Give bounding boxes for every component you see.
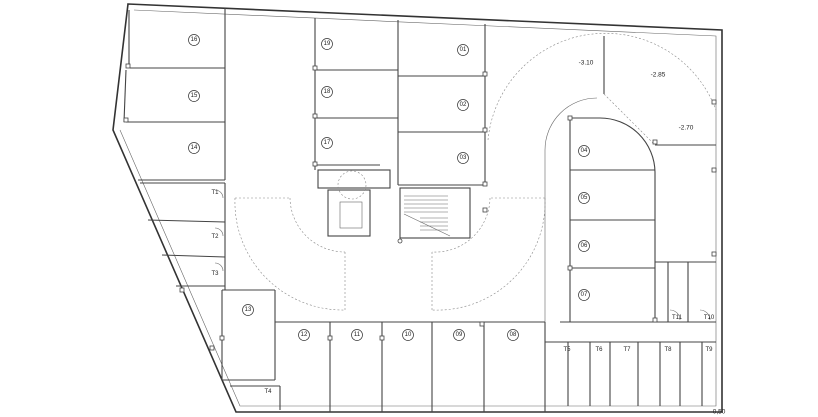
svg-text:14: 14 — [191, 145, 198, 151]
svg-text:07: 07 — [581, 292, 588, 298]
parking-space-13: 13 — [242, 304, 254, 316]
right-bays — [487, 33, 717, 322]
parking-space-14: 14 — [188, 142, 200, 154]
parking-space-06: 06 — [578, 240, 590, 252]
storage-t2: T2 — [211, 234, 219, 240]
svg-text:06: 06 — [581, 243, 588, 249]
svg-text:16: 16 — [191, 37, 198, 43]
storage-t3: T3 — [211, 271, 219, 277]
parking-space-09: 09 — [453, 329, 465, 341]
storage-t9: T9 — [705, 347, 713, 353]
storage-t8: T8 — [664, 347, 672, 353]
storage-t4: T4 — [264, 389, 272, 395]
parking-space-18: 18 — [321, 86, 333, 98]
svg-text:08: 08 — [510, 332, 517, 338]
parking-space-07: 07 — [578, 289, 590, 301]
storage-t7: T7 — [623, 347, 631, 353]
parking-space-12: 12 — [298, 329, 310, 341]
parking-space-02: 02 — [457, 99, 469, 111]
svg-text:17: 17 — [324, 140, 331, 146]
parking-space-08: 08 — [507, 329, 519, 341]
parking-space-04: 04 — [578, 145, 590, 157]
parking-space-19: 19 — [321, 38, 333, 50]
parking-space-05: 05 — [578, 192, 590, 204]
svg-text:19: 19 — [324, 41, 331, 47]
left-bays — [126, 8, 281, 410]
level-minus-2-70: -2.70 — [679, 125, 694, 132]
parking-space-11: 11 — [351, 329, 363, 341]
svg-text:18: 18 — [324, 89, 331, 95]
svg-text:12: 12 — [301, 332, 308, 338]
parking-space-10: 10 — [402, 329, 414, 341]
storage-t11: T11 — [672, 315, 683, 321]
circulation-arcs — [234, 197, 546, 311]
svg-text:03: 03 — [460, 155, 467, 161]
storage-strip — [545, 261, 716, 406]
svg-text:13: 13 — [245, 307, 252, 313]
svg-text:05: 05 — [581, 195, 588, 201]
svg-text:01: 01 — [460, 47, 467, 53]
storage-t5: T5 — [563, 347, 571, 353]
bottom-bays — [275, 321, 546, 412]
parking-space-16: 16 — [188, 34, 200, 46]
columns — [123, 63, 717, 351]
storage-t6: T6 — [595, 347, 603, 353]
stair-treads — [403, 195, 451, 237]
svg-text:15: 15 — [191, 93, 198, 99]
svg-text:04: 04 — [581, 148, 588, 154]
storage-t10: T10 — [704, 315, 715, 321]
core-and-middle-bays — [314, 18, 486, 244]
svg-text:02: 02 — [460, 102, 467, 108]
outer-walls — [112, 3, 723, 413]
storage-t1: T1 — [211, 190, 219, 196]
svg-text:10: 10 — [405, 332, 412, 338]
parking-space-17: 17 — [321, 137, 333, 149]
svg-text:11: 11 — [354, 332, 361, 338]
svg-text:09: 09 — [456, 332, 463, 338]
level-minus-3-10: -3.10 — [579, 60, 594, 67]
parking-space-01: 01 — [457, 44, 469, 56]
parking-space-15: 15 — [188, 90, 200, 102]
level-minus-2-85: -2.85 — [651, 72, 666, 79]
parking-space-03: 03 — [457, 152, 469, 164]
level-minus-0-50: -0,50 — [711, 409, 726, 416]
